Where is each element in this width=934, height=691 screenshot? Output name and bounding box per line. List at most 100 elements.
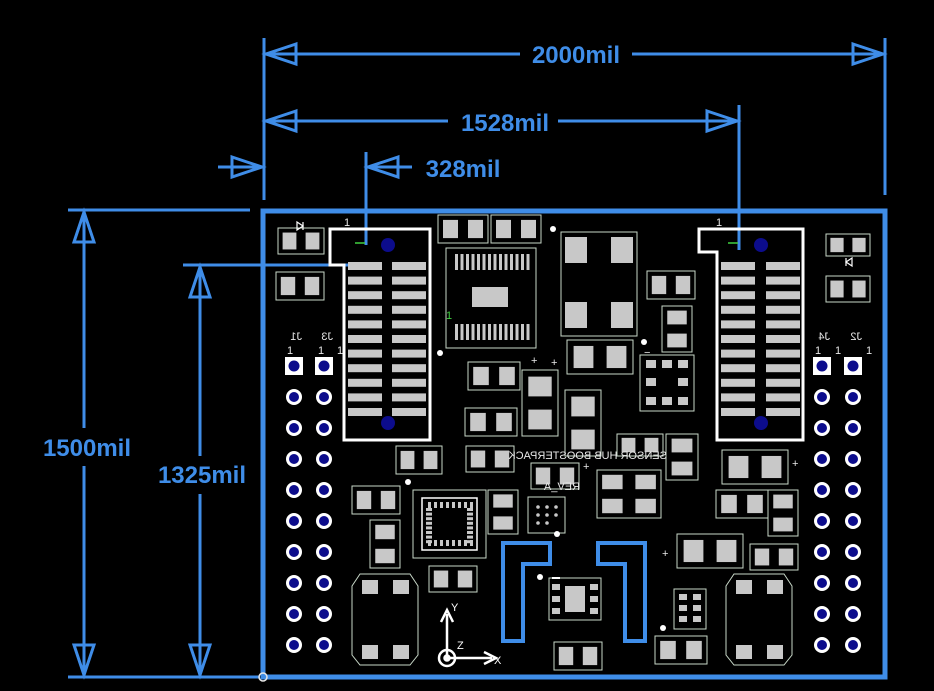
header-pin-hole (319, 578, 329, 588)
footprint-header-left: 1 (328, 217, 432, 442)
pin-one-mark: 1 (287, 345, 293, 357)
pad (766, 305, 800, 314)
passive-component (596, 469, 662, 519)
header-pin-hole (848, 578, 858, 588)
header-pin (847, 360, 859, 372)
header-pin-hole (289, 609, 299, 619)
pad (392, 320, 426, 329)
pad (392, 393, 426, 402)
passive-component (277, 227, 325, 255)
pad (348, 291, 382, 300)
pin-one-mark: 1 (344, 217, 350, 229)
axis-label-z: Z (457, 640, 464, 652)
pad (348, 320, 382, 329)
pad (766, 320, 800, 329)
pad (766, 364, 800, 373)
header-pin-hole (848, 454, 858, 464)
pad (348, 335, 382, 343)
component-pushbutton-left (351, 573, 419, 666)
pad (348, 378, 382, 387)
passive-component (564, 389, 602, 457)
header-pin-hole (817, 485, 827, 495)
passive-component (437, 214, 489, 244)
passive-component (616, 433, 664, 457)
pad (766, 378, 800, 387)
polarity-minus: − (644, 347, 650, 359)
header-pin-hole (289, 485, 299, 495)
passive-component (464, 407, 518, 437)
component-sensor-ic (639, 354, 695, 412)
passive-component (665, 433, 699, 481)
pad (392, 408, 426, 416)
pad (766, 393, 800, 402)
dimension-header-span (261, 105, 742, 250)
header-label-j1: J1 (290, 331, 302, 343)
pad-column-right (721, 262, 800, 416)
pad (721, 320, 755, 329)
axis-gizmo (437, 607, 499, 668)
header-pin-hole (817, 547, 827, 557)
dimension-header-offset (218, 152, 412, 245)
passive-component (661, 305, 693, 353)
board-origin-marker (258, 672, 268, 682)
diode-icon (296, 220, 305, 232)
dimension-board-width (261, 38, 888, 200)
pad-column-left (348, 262, 426, 416)
polarity-plus: + (583, 461, 589, 473)
pad (766, 276, 800, 285)
passive-component (395, 445, 443, 475)
pad (721, 305, 755, 314)
antenna-trace (501, 541, 647, 643)
pad (766, 291, 800, 300)
pad (392, 276, 426, 285)
header-pin-hole (319, 547, 329, 557)
header-labels: J1 J3 J4 J2 1 1 1 1 1 1 (287, 331, 872, 357)
dimension-label-board-width: 2000mil (532, 42, 620, 69)
axis-label-y: Y (451, 602, 459, 614)
polarity-plus: + (551, 357, 557, 369)
board-name: SENSOR HUB BOOSTERPACK (508, 450, 667, 462)
header-pin (816, 360, 828, 372)
pad (392, 349, 426, 358)
pad (721, 335, 755, 343)
passive-component (825, 233, 871, 257)
pad (721, 291, 755, 300)
header-pin (318, 360, 330, 372)
via (754, 238, 768, 252)
footprint-header-right: 1 (697, 217, 805, 442)
passive-component (530, 462, 580, 490)
component-small-ic (673, 588, 707, 630)
pin-one-mark: 1 (337, 345, 343, 357)
pad (721, 393, 755, 402)
header-pin-hole (848, 485, 858, 495)
component-tssop-ic: 1 (445, 247, 537, 349)
via (754, 416, 768, 430)
passive-component (721, 449, 789, 485)
passive-component (767, 489, 799, 537)
pin-one-mark: 1 (716, 217, 722, 229)
passive-component (715, 489, 769, 519)
passive-component (275, 271, 325, 301)
header-pin-hole (817, 423, 827, 433)
via (381, 416, 395, 430)
ic-pin-one-mark: 1 (446, 310, 452, 322)
header-pin-hole (817, 454, 827, 464)
pad (721, 349, 755, 358)
pad (348, 393, 382, 402)
passive-component (467, 361, 521, 391)
pad (348, 364, 382, 373)
polarity-plus: + (792, 458, 798, 470)
pad (348, 305, 382, 314)
header-label-j4: J4 (818, 331, 830, 343)
header-pin-hole (289, 423, 299, 433)
pad (392, 262, 426, 270)
ic-thermal-pad (472, 287, 508, 307)
passive-components (275, 214, 871, 671)
pad (392, 305, 426, 314)
polarity-marks: + + − + + + (531, 347, 798, 560)
passive-component (490, 214, 542, 244)
board-revision: REV_A (543, 481, 580, 493)
component-inductor (560, 231, 638, 337)
component-pushbutton-right (725, 573, 793, 666)
